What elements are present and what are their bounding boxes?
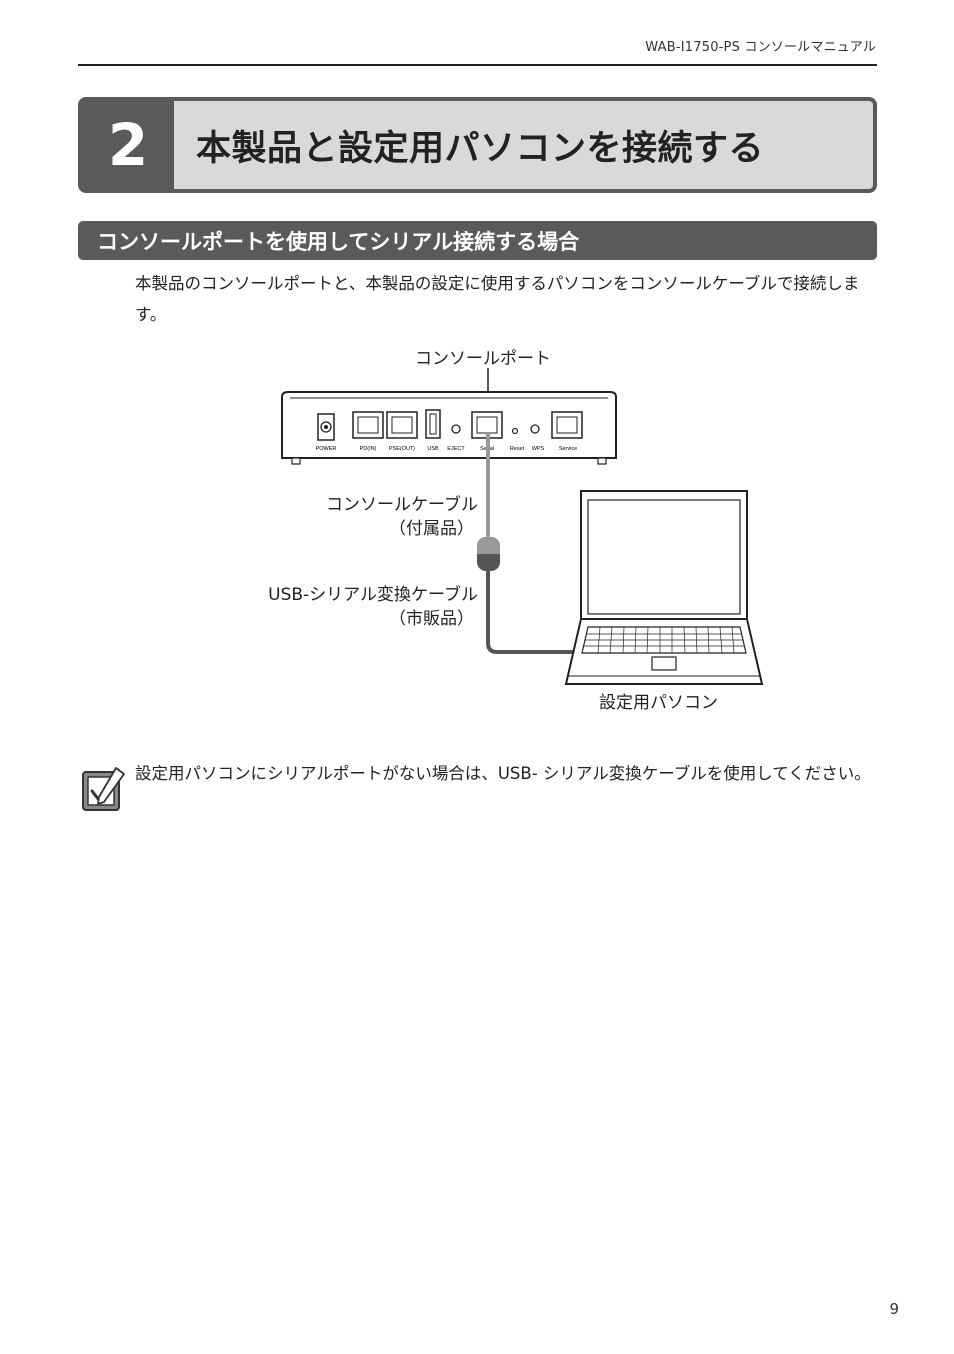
header-rule <box>78 64 877 66</box>
memo-check-icon <box>82 767 125 811</box>
pc-label: 設定用パソコン <box>599 693 718 713</box>
access-point-device: POWER PD(IN) PSE(OUT) USB EJECT Serial R… <box>281 391 617 465</box>
laptop-pc <box>564 490 764 685</box>
port-label-usb: USB <box>427 446 439 452</box>
port-label-eject: EJECT <box>447 446 465 452</box>
chapter-number: 2 <box>82 101 174 189</box>
intro-paragraph: 本製品のコンソールポートと、本製品の設定に使用するパソコンをコンソールケーブルで… <box>135 274 860 324</box>
console-cable-sublabel: （付属品） <box>389 519 474 539</box>
diagram-illustration: POWER PD(IN) PSE(OUT) USB EJECT Serial R… <box>281 368 764 685</box>
manual-title: WAB-I1750-PS コンソールマニュアル <box>645 40 876 55</box>
usb-serial-cable <box>486 570 580 654</box>
console-cable-label: コンソールケーブル <box>326 495 478 515</box>
port-label-wps: WPS <box>532 446 545 452</box>
port-label-pse: PSE(OUT) <box>389 446 415 452</box>
usb-cable-sublabel: （市販品） <box>389 609 474 629</box>
note-text: 設定用パソコンにシリアルポートがない場合は、USB- シリアル変換ケーブルを使用… <box>135 764 871 783</box>
usb-cable-label: USB-シリアル変換ケーブル <box>268 585 478 605</box>
chapter-title: 本製品と設定用パソコンを接続する <box>196 128 765 169</box>
port-label-power: POWER <box>316 446 337 452</box>
page-number: 9 <box>889 1300 899 1318</box>
cable-connector <box>477 537 500 571</box>
chapter-heading: 2 本製品と設定用パソコンを接続する <box>78 97 877 193</box>
section-title: コンソールポートを使用してシリアル接続する場合 <box>97 229 580 254</box>
port-label-service: Service <box>559 446 577 452</box>
console-port-label: コンソールポート <box>415 349 551 369</box>
connection-diagram: コンソールポート <box>250 340 770 720</box>
section-heading: コンソールポートを使用してシリアル接続する場合 <box>78 221 877 260</box>
port-label-reset: Reset <box>510 446 525 452</box>
port-label-pd: PD(IN) <box>360 446 377 452</box>
